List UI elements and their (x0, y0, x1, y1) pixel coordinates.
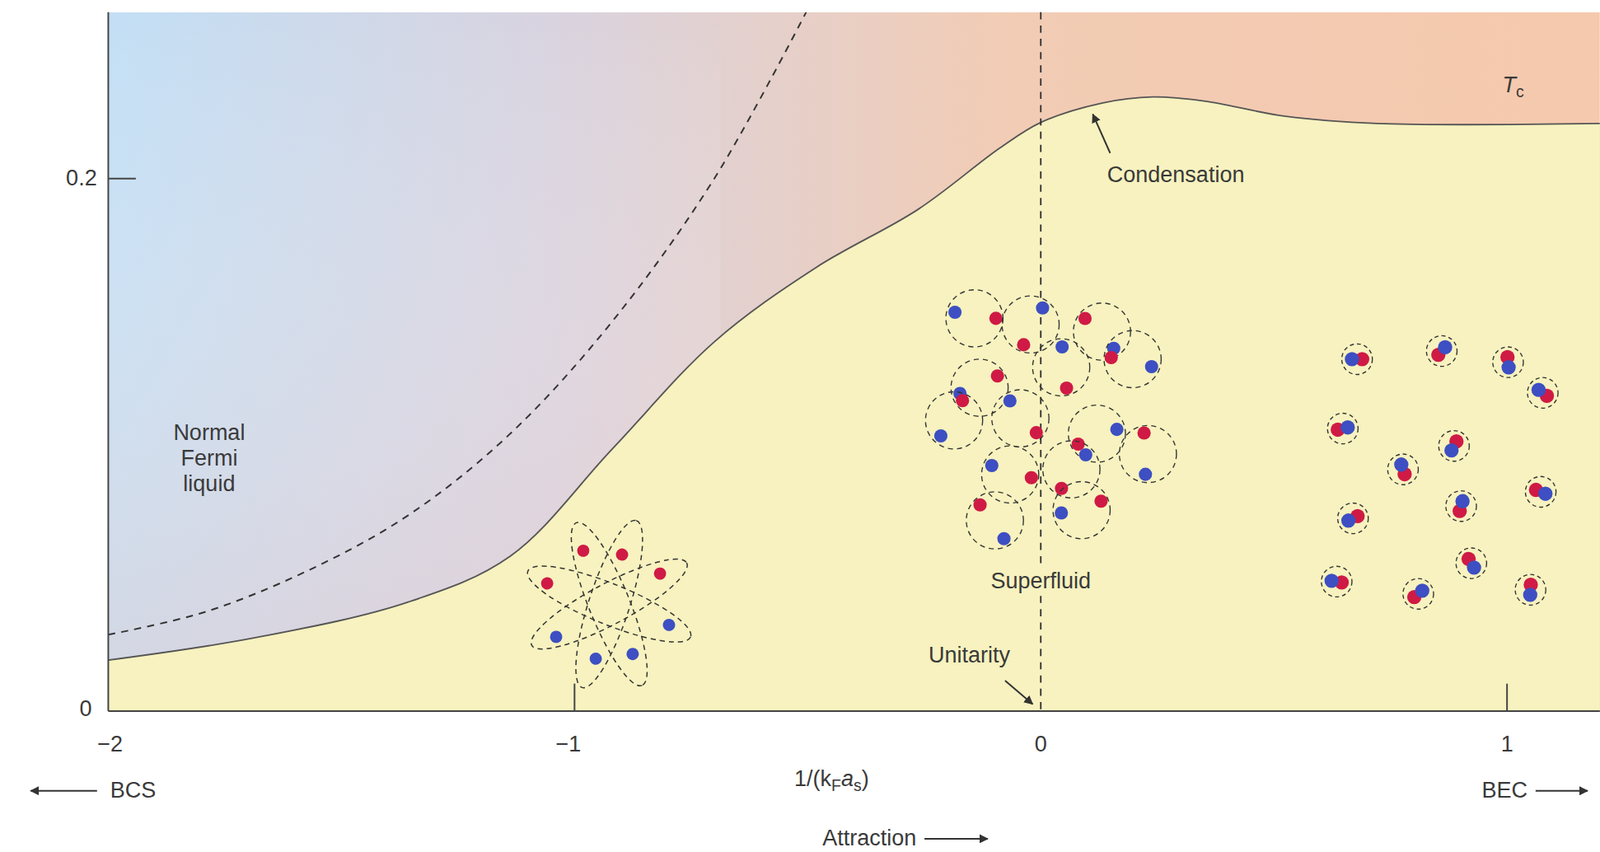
axis-title-part: 1/(k (794, 766, 832, 791)
direction-label: Attraction (822, 826, 917, 852)
condensation-pointer (1092, 114, 1110, 154)
x-tick-label: 1 (1501, 732, 1514, 758)
molecules (1321, 335, 1558, 609)
axes (107, 12, 1600, 712)
superfluid-region (107, 97, 1600, 712)
x-tick-label: −1 (555, 732, 581, 758)
axis-title-subscript: s (853, 776, 862, 795)
tc-symbol: T (1502, 72, 1517, 98)
tc-label: Tc (1502, 72, 1525, 101)
bec-arrow (1535, 790, 1588, 792)
axis-title-part: ) (861, 766, 870, 791)
tc-subscript: c (1515, 82, 1525, 101)
region-label: Superfluid (986, 568, 1095, 595)
tc-curve (107, 97, 1600, 661)
cooper-pairs (519, 514, 698, 694)
unitarity-line (1039, 12, 1042, 712)
normal-region (107, 12, 1600, 712)
y-tick-label: 0 (79, 696, 92, 722)
axis-title: 1/(kFas) (794, 766, 870, 795)
unitary-pairs (925, 290, 1177, 550)
pair-illustrations (519, 290, 1558, 694)
attraction-arrow (924, 837, 988, 840)
unitarity-pointer (1005, 680, 1033, 704)
region-label: Normal Fermi liquid (159, 421, 259, 498)
y-tick-label: 0.2 (65, 165, 98, 192)
bcs-arrow (30, 790, 97, 792)
regime-label: BCS (110, 777, 157, 804)
x-tick-label: −2 (97, 732, 123, 758)
pairing-temperature-curve (107, 12, 806, 635)
axis-title-part: a (841, 766, 854, 791)
callout-label: Unitarity (924, 643, 1015, 670)
x-tick-label: 0 (1034, 732, 1048, 758)
callout-label: Condensation (1107, 162, 1245, 188)
regime-label: BEC (1482, 777, 1529, 804)
axis-title-subscript: F (831, 776, 842, 795)
